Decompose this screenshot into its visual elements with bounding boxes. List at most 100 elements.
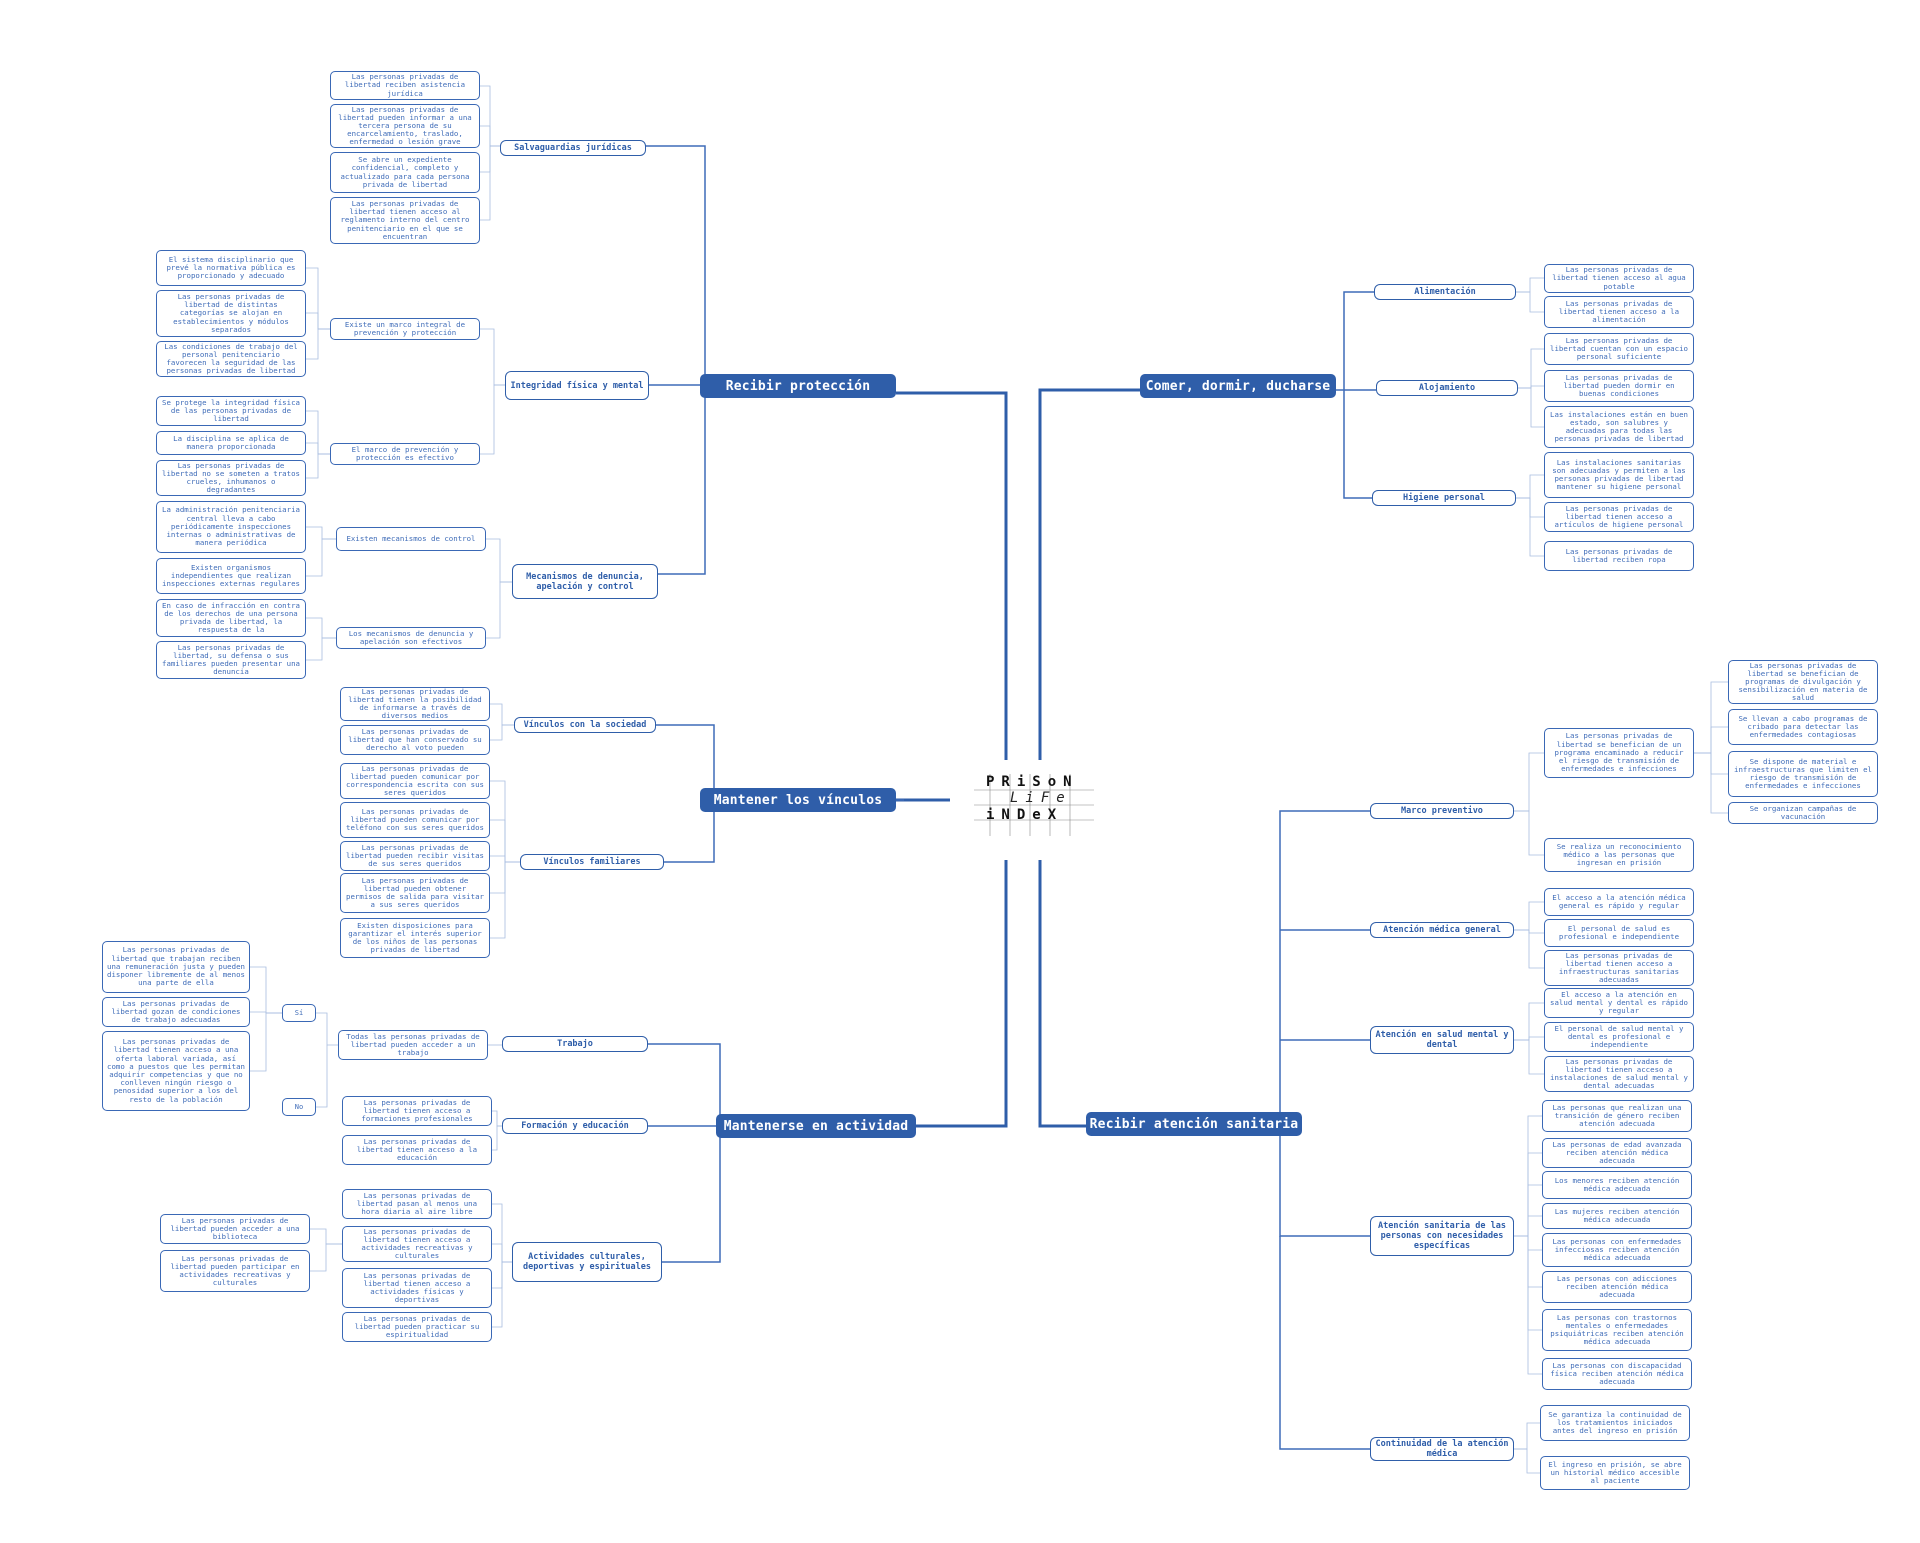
leaf-node[interactable]: Las instalaciones están en buen estado, … [1544,406,1694,448]
sub-node-vinculos-familiares[interactable]: Vínculos familiares [520,854,664,870]
leaf-node[interactable]: Las personas con adicciones reciben aten… [1542,1271,1692,1303]
sub-node-culturales[interactable]: Actividades culturales, deportivas y esp… [512,1242,662,1282]
leaf-node[interactable]: Las personas privadas de libertad pueden… [340,841,490,871]
main-node-mantenerse-actividad[interactable]: Mantenerse en actividad [716,1114,916,1138]
connector-line [1518,387,1544,428]
sub-node-marco-preventivo[interactable]: Marco preventivo [1370,803,1514,819]
leaf-node[interactable]: Las personas privadas de libertad tienen… [1544,502,1694,532]
leaf-node[interactable]: Las personas privadas de libertad pueden… [330,104,480,148]
main-node-mantener-vinculos[interactable]: Mantener los vínculos [700,788,896,812]
sub-node-formacion[interactable]: Formación y educación [502,1118,648,1134]
leaf-node[interactable]: Las personas privadas de libertad pueden… [1544,370,1694,402]
sub-node-alojamiento[interactable]: Alojamiento [1376,380,1518,396]
sub-node-necesidades-especificas[interactable]: Atención sanitaria de las personas con n… [1370,1216,1514,1256]
leaf-node[interactable]: Las personas privadas de libertad tienen… [342,1268,492,1308]
leaf-node[interactable]: Las personas privadas de libertad pasan … [342,1189,492,1219]
main-node-recibir-proteccion[interactable]: Recibir protección [700,374,896,398]
leaf-node[interactable]: Todas las personas privadas de libertad … [338,1030,488,1060]
leaf-node[interactable]: Las personas privadas de libertad cuenta… [1544,333,1694,365]
leaf-node[interactable]: Las personas privadas de libertad pueden… [340,802,490,838]
leaf-node[interactable]: Se abre un expediente confidencial, comp… [330,152,480,193]
leaf-node[interactable]: Las personas privadas de libertad pueden… [340,763,490,799]
leaf-node[interactable]: Las personas privadas de libertad tienen… [102,1031,250,1111]
leaf-node[interactable]: El sistema disciplinario que prevé la no… [156,250,306,286]
connector-line [250,1012,282,1072]
sub-node-continuidad[interactable]: Continuidad de la atención médica [1370,1437,1514,1461]
leaf-node[interactable]: Las personas privadas de libertad se ben… [1544,728,1694,778]
leaf-node[interactable]: El acceso a la atención en salud mental … [1544,988,1694,1018]
leaf-node[interactable]: El marco de prevención y protección es e… [330,443,480,465]
leaf-node[interactable]: Se realiza un reconocimiento médico a la… [1544,838,1694,872]
leaf-node[interactable]: Las personas privadas de libertad gozan … [102,997,250,1027]
leaf-node[interactable]: Las condiciones de trabajo del personal … [156,341,306,377]
leaf-node[interactable]: Las personas privadas de libertad que tr… [102,941,250,993]
leaf-node[interactable]: Las personas privadas de libertad tienen… [1544,950,1694,986]
leaf-node[interactable]: La disciplina se aplica de manera propor… [156,431,306,455]
leaf-node[interactable]: Existen organismos independientes que re… [156,558,306,594]
leaf-node[interactable]: Las personas privadas de libertad recibe… [330,71,480,100]
connector-line [664,800,715,863]
sub-node-alimentacion[interactable]: Alimentación [1374,284,1516,300]
leaf-node[interactable]: En caso de infracción en contra de los d… [156,599,306,637]
leaf-node[interactable]: Existe un marco integral de prevención y… [330,318,480,340]
leaf-node[interactable]: La administración penitenciaria central … [156,501,306,553]
leaf-node[interactable]: Las personas privadas de libertad de dis… [156,290,306,337]
leaf-node[interactable]: Las personas privadas de libertad tienen… [330,197,480,244]
sub-node-mecanismos[interactable]: Mecanismos de denuncia, apelación y cont… [512,564,658,599]
leaf-node[interactable]: Se dispone de material e infraestructura… [1728,751,1878,797]
leaf-node[interactable]: Las personas privadas de libertad tienen… [1544,264,1694,293]
sub-node-salud-mental-dental[interactable]: Atención en salud mental y dental [1370,1026,1514,1054]
leaf-node-si[interactable]: Sí [282,1004,316,1022]
leaf-node[interactable]: Las personas privadas de libertad pueden… [160,1214,310,1244]
main-node-recibir-atencion-sanitaria[interactable]: Recibir atención sanitaria [1086,1112,1302,1136]
leaf-node[interactable]: Las personas privadas de libertad tienen… [342,1226,492,1262]
leaf-node[interactable]: Existen disposiciones para garantizar el… [340,918,490,958]
leaf-node[interactable]: Las personas privadas de libertad se ben… [1728,660,1878,704]
leaf-node[interactable]: Las personas privadas de libertad tienen… [1544,296,1694,328]
leaf-node[interactable]: Las personas de edad avanzada reciben at… [1542,1138,1692,1168]
connector-line [1038,388,1140,760]
sub-node-trabajo[interactable]: Trabajo [502,1036,648,1052]
leaf-node[interactable]: Los menores reciben atención médica adec… [1542,1171,1692,1199]
leaf-node-no[interactable]: No [282,1098,316,1116]
leaf-node[interactable]: Las personas privadas de libertad pueden… [160,1250,310,1292]
leaf-node[interactable]: Las personas con trastornos mentales o e… [1542,1309,1692,1351]
leaf-node[interactable]: Las personas que realizan una transición… [1542,1100,1692,1132]
connector-line [490,855,520,863]
logo-grid [974,774,1094,836]
leaf-node[interactable]: Las personas privadas de libertad tienen… [1544,1056,1694,1092]
leaf-node[interactable]: Las mujeres reciben atención médica adec… [1542,1203,1692,1229]
sub-node-higiene[interactable]: Higiene personal [1372,490,1516,506]
leaf-node[interactable]: Las personas privadas de libertad, su de… [156,641,306,679]
connector-line [916,860,1008,1128]
leaf-node[interactable]: Las personas privadas de libertad pueden… [340,873,490,913]
leaf-node[interactable]: Las personas privadas de libertad tienen… [340,687,490,721]
sub-node-integridad[interactable]: Integridad física y mental [505,371,649,400]
leaf-node[interactable]: Las personas privadas de libertad no se … [156,460,306,496]
leaf-node[interactable]: Las personas privadas de libertad que ha… [340,725,490,755]
leaf-node[interactable]: El personal de salud es profesional e in… [1544,919,1694,947]
leaf-node[interactable]: El personal de salud mental y dental es … [1544,1022,1694,1052]
leaf-node[interactable]: Las personas privadas de libertad recibe… [1544,541,1694,571]
leaf-node[interactable]: Los mecanismos de denuncia y apelación s… [336,627,486,649]
leaf-node[interactable]: El acceso a la atención médica general e… [1544,888,1694,916]
connector-line [306,328,330,360]
leaf-node[interactable]: Las personas privadas de libertad tienen… [342,1135,492,1165]
leaf-node[interactable]: Se organizan campañas de vacunación [1728,802,1878,824]
main-node-comer-dormir-ducharse[interactable]: Comer, dormir, ducharse [1140,374,1336,398]
sub-node-salvaguardias[interactable]: Salvaguardias jurídicas [500,140,646,156]
leaf-node[interactable]: Existen mecanismos de control [336,527,486,551]
leaf-node[interactable]: Las personas privadas de libertad tienen… [342,1096,492,1126]
leaf-node[interactable]: Las personas con discapacidad física rec… [1542,1358,1692,1390]
sub-node-vinculos-sociedad[interactable]: Vínculos con la sociedad [514,717,656,733]
leaf-node[interactable]: Se garantiza la continuidad de los trata… [1540,1405,1690,1441]
leaf-node[interactable]: El ingreso en prisión, se abre un histor… [1540,1456,1690,1490]
logo-line-2: LiFe [1010,790,1072,806]
leaf-node[interactable]: Las personas privadas de libertad pueden… [342,1312,492,1342]
sub-node-atencion-general[interactable]: Atención médica general [1370,922,1514,938]
connector-line [1514,1036,1544,1041]
leaf-node[interactable]: Se protege la integridad física de las p… [156,396,306,426]
leaf-node[interactable]: Se llevan a cabo programas de cribado pa… [1728,709,1878,745]
leaf-node[interactable]: Las instalaciones sanitarias son adecuad… [1544,452,1694,498]
leaf-node[interactable]: Las personas con enfermedades infecciosa… [1542,1233,1692,1267]
